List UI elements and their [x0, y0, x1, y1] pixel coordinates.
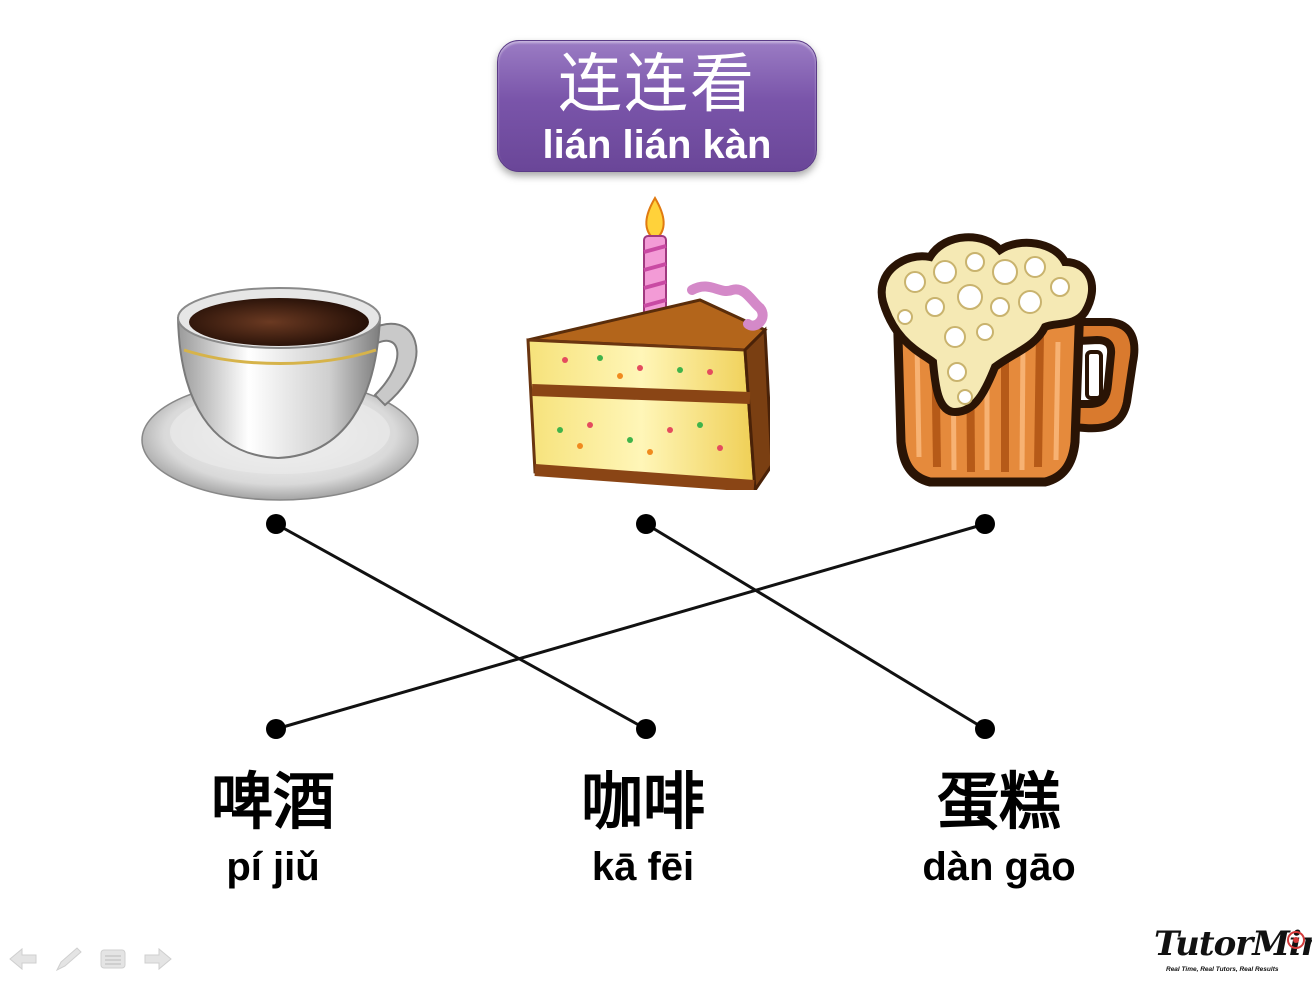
pen-icon[interactable] — [53, 946, 83, 972]
picture-anchor-dot[interactable] — [975, 514, 995, 534]
match-line — [275, 522, 647, 731]
match-line — [645, 522, 986, 731]
title-pinyin: lián lián kàn — [542, 123, 772, 167]
word-anchor-dot[interactable] — [636, 719, 656, 739]
title-hanzi: 连连看 — [558, 48, 756, 122]
word-hanzi: 咖啡 — [580, 765, 705, 838]
word-card: 蛋糕 dàn gāo — [869, 766, 1129, 890]
word-card: 咖啡 kā fēi — [513, 766, 773, 890]
tutorming-logo: TutorMing Real Time, Real Tutors, Real R… — [1150, 924, 1312, 980]
word-anchor-dot[interactable] — [266, 719, 286, 739]
logo-wordmark: TutorMing — [1154, 924, 1312, 964]
menu-icon[interactable] — [98, 946, 128, 972]
title-badge: 连连看 lián lián kàn — [497, 40, 817, 172]
arrow-left-icon[interactable] — [8, 946, 38, 972]
slide-nav — [8, 946, 183, 976]
logo-tagline: Real Time, Real Tutors, Real Results — [1166, 966, 1279, 973]
match-line — [275, 522, 986, 731]
picture-anchor-dot[interactable] — [266, 514, 286, 534]
arrow-right-icon[interactable] — [143, 946, 173, 972]
word-pinyin: kā fēi — [591, 845, 695, 889]
word-card: 啤酒 pí jiǔ — [143, 766, 403, 890]
word-pinyin: dàn gāo — [922, 845, 1076, 889]
coffee-cup-icon[interactable] — [140, 250, 430, 510]
cake-slice-icon[interactable] — [520, 190, 770, 490]
word-hanzi: 啤酒 — [210, 765, 335, 838]
picture-anchor-dot[interactable] — [636, 514, 656, 534]
logo-mark-icon — [1287, 931, 1305, 949]
beer-mug-icon[interactable] — [875, 232, 1140, 497]
word-pinyin: pí jiǔ — [226, 845, 320, 889]
word-anchor-dot[interactable] — [975, 719, 995, 739]
word-hanzi: 蛋糕 — [936, 765, 1061, 838]
